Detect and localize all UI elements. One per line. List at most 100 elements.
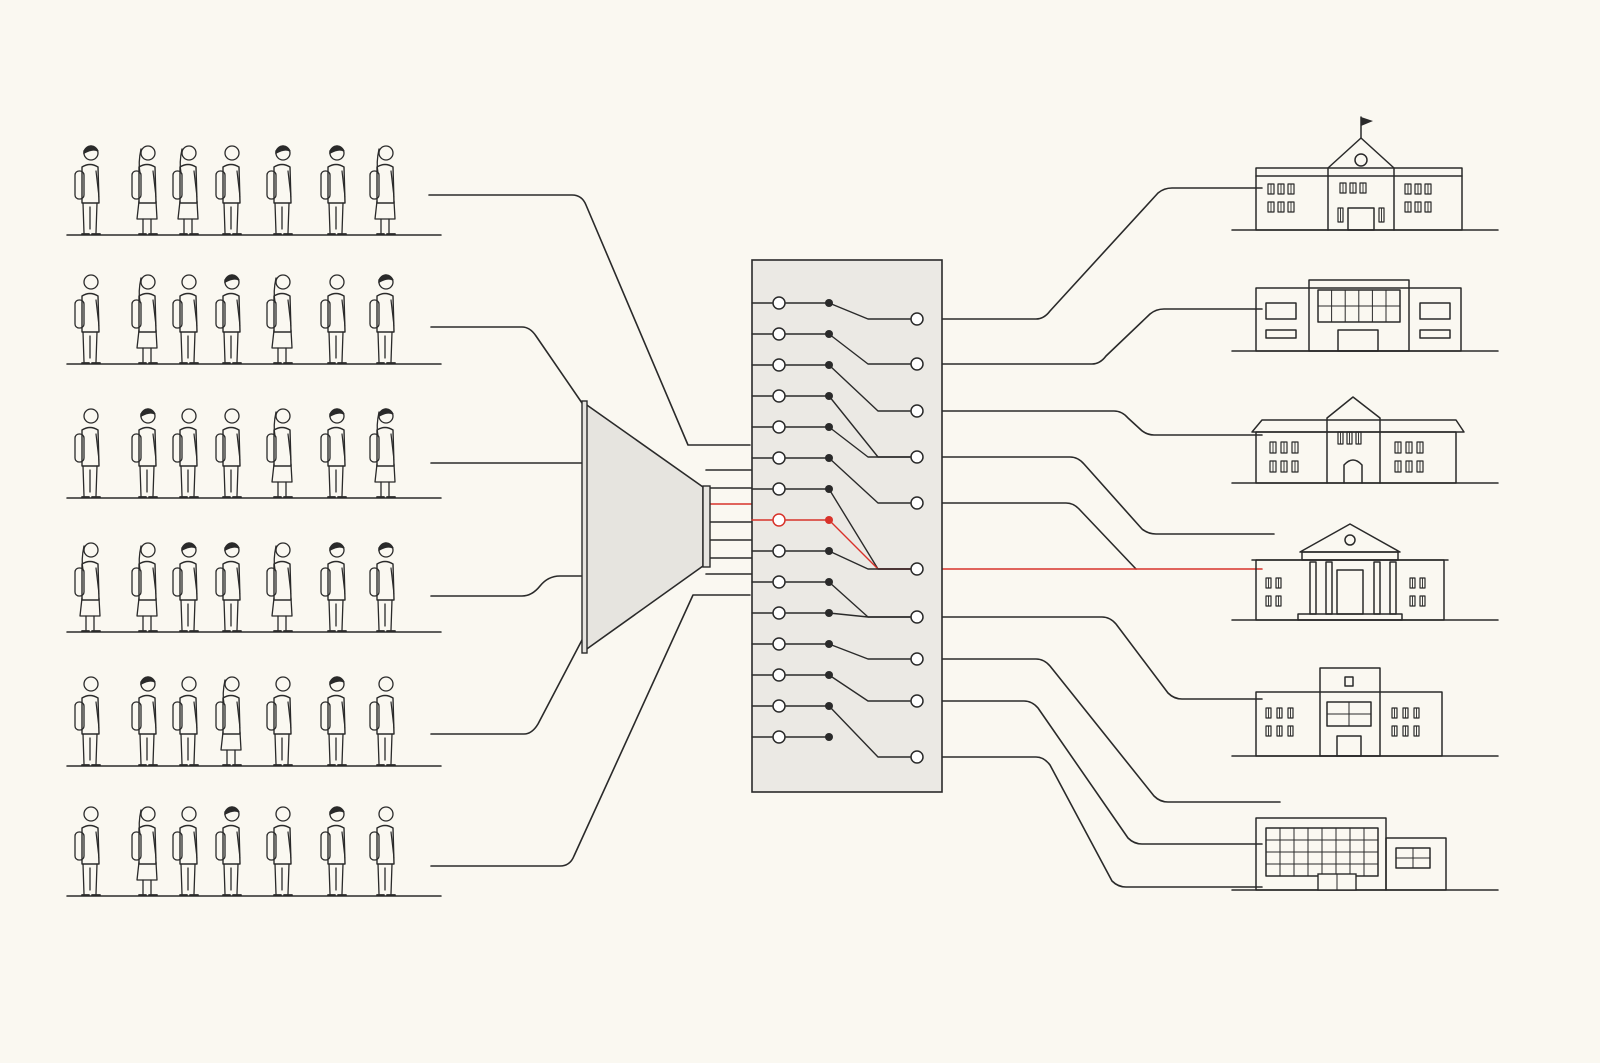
pediment-medallion xyxy=(1344,534,1356,546)
legs xyxy=(183,218,193,234)
arm xyxy=(236,170,241,198)
gabled-school-icon xyxy=(1231,396,1499,484)
backpack-icon xyxy=(320,170,331,200)
backpack-icon xyxy=(266,170,277,200)
backpack-icon xyxy=(369,831,380,861)
backpack-icon xyxy=(74,831,85,861)
long-hair xyxy=(273,277,277,303)
hair xyxy=(329,542,345,552)
long-hair xyxy=(222,679,226,705)
output-port-8 xyxy=(910,652,924,666)
backpack-icon xyxy=(320,701,331,731)
long-hair xyxy=(138,148,142,174)
switch-row-15 xyxy=(751,730,833,744)
head xyxy=(181,408,197,424)
head xyxy=(140,274,156,290)
arm xyxy=(287,433,292,461)
switch-contact xyxy=(825,733,833,741)
door xyxy=(1336,569,1364,615)
legs xyxy=(277,347,287,363)
student-figure xyxy=(131,145,158,235)
switch-lever xyxy=(828,612,911,618)
output-port-5 xyxy=(910,496,924,510)
head xyxy=(140,806,156,822)
input-port xyxy=(772,513,786,527)
roof xyxy=(1251,419,1465,433)
backpack-icon xyxy=(172,831,183,861)
backpack-icon xyxy=(215,701,226,731)
backpack-icon xyxy=(131,433,142,463)
right-window xyxy=(1419,302,1451,320)
head xyxy=(83,806,99,822)
student-figure xyxy=(74,542,101,632)
student-figure xyxy=(266,408,293,498)
school-wire-3 xyxy=(939,410,1263,436)
arm xyxy=(390,831,395,859)
legs xyxy=(223,863,239,895)
student-figure xyxy=(320,274,347,364)
legs xyxy=(82,863,98,895)
skirt xyxy=(271,597,293,617)
hair xyxy=(329,408,345,418)
student-queue-4 xyxy=(66,542,442,633)
left-window-low xyxy=(1265,329,1297,339)
input-port xyxy=(772,699,786,713)
backpack-icon xyxy=(320,567,331,597)
head xyxy=(275,408,291,424)
legs xyxy=(180,465,196,497)
flag xyxy=(1361,117,1373,126)
arm xyxy=(341,433,346,461)
legs xyxy=(380,218,390,234)
student-figure xyxy=(172,676,199,766)
switch-row-12 xyxy=(751,637,911,660)
backpack-icon xyxy=(215,170,226,200)
arm xyxy=(152,170,157,198)
student-figure xyxy=(74,408,101,498)
long-hair xyxy=(138,277,142,303)
skirt xyxy=(136,329,158,349)
arm xyxy=(95,831,100,859)
student-figure xyxy=(369,542,396,632)
backpack-icon xyxy=(131,831,142,861)
column xyxy=(1373,561,1381,615)
skirt xyxy=(374,463,396,483)
queue-wire-5 xyxy=(430,639,583,735)
entrance xyxy=(1337,329,1379,352)
student-figure xyxy=(215,145,242,235)
hair xyxy=(378,408,394,418)
input-port xyxy=(772,544,786,558)
door xyxy=(1347,207,1375,231)
student-figure xyxy=(266,676,293,766)
legs xyxy=(85,615,95,631)
head xyxy=(83,542,99,558)
student-figure xyxy=(74,274,101,364)
input-port xyxy=(772,451,786,465)
column xyxy=(1389,561,1397,615)
head xyxy=(378,145,394,161)
backpack-icon xyxy=(131,170,142,200)
arm xyxy=(390,433,395,461)
backpack-icon xyxy=(369,170,380,200)
student-figure xyxy=(369,806,396,896)
head xyxy=(275,806,291,822)
legs xyxy=(226,749,236,765)
switch-row-6 xyxy=(751,451,911,504)
student-figure xyxy=(131,408,158,498)
output-port-10 xyxy=(910,750,924,764)
backpack-icon xyxy=(172,299,183,329)
head xyxy=(378,676,394,692)
student-figure xyxy=(369,676,396,766)
backpack-icon xyxy=(74,701,85,731)
arm xyxy=(193,701,198,729)
connector-wires xyxy=(428,187,1281,888)
head xyxy=(83,676,99,692)
arm xyxy=(95,299,100,327)
funnel-spout xyxy=(702,485,711,568)
output-port-1 xyxy=(910,312,924,326)
queue-wire-1 xyxy=(428,194,751,446)
legs xyxy=(274,202,290,234)
head xyxy=(275,676,291,692)
student-figure xyxy=(172,274,199,364)
hair xyxy=(275,145,291,155)
